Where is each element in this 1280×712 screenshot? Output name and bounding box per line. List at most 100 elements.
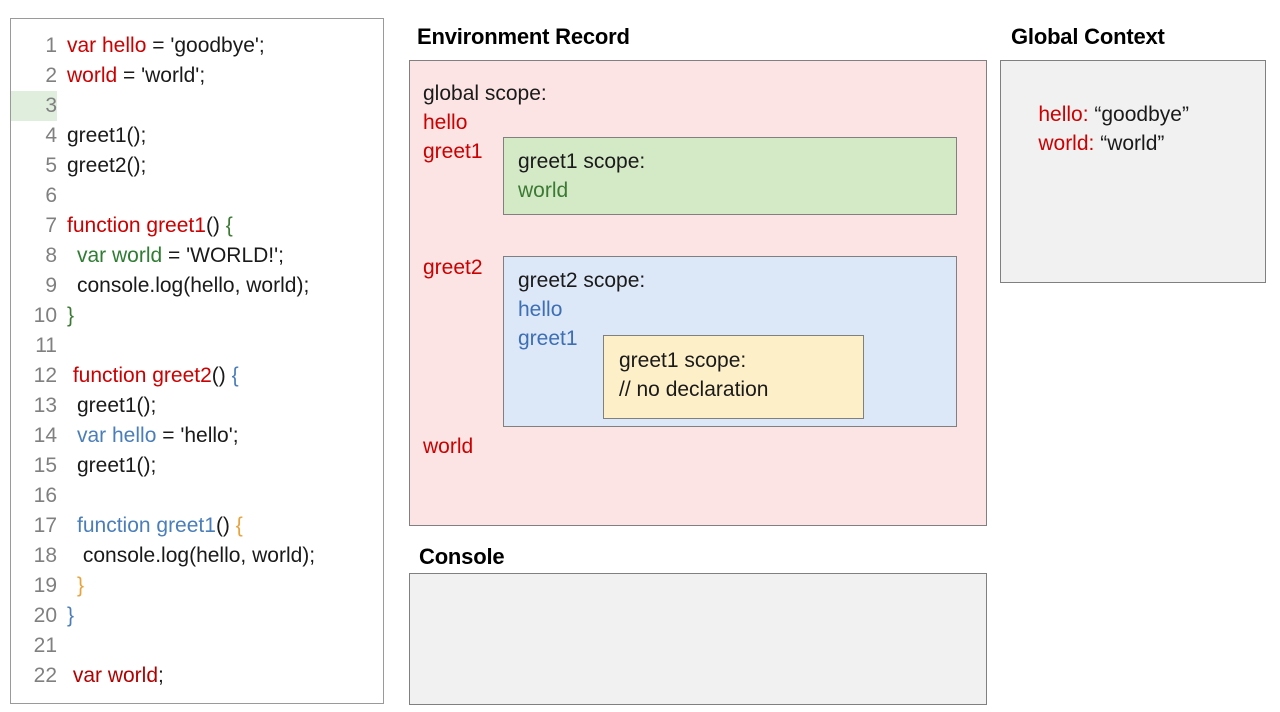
- code-token: greet1();: [77, 454, 157, 477]
- code-token: function greet1: [77, 514, 216, 537]
- code-line-number: 1: [45, 34, 57, 57]
- code-token: world: [67, 64, 118, 87]
- console-box[interactable]: [409, 573, 987, 705]
- code-line-text: greet2();: [57, 151, 146, 181]
- code-token: (): [215, 514, 230, 537]
- code-line-number: 14: [33, 424, 57, 447]
- code-token: console.log(hello, world);: [77, 544, 316, 567]
- code-token: function greet2: [67, 364, 212, 387]
- code-line-number: 12: [33, 364, 57, 387]
- greet1-scope-box: greet1 scope: world: [503, 137, 957, 215]
- code-line-number: 21: [33, 634, 57, 657]
- code-line-text: var world;: [57, 661, 164, 691]
- code-line-number: 20: [33, 604, 57, 627]
- code-token: console.log(hello, world);: [77, 274, 310, 297]
- code-token: {: [229, 514, 243, 537]
- code-line-number: 11: [35, 334, 57, 357]
- code-token: var world: [77, 244, 163, 267]
- code-token: }: [67, 304, 75, 327]
- code-line-text: greet1();: [57, 121, 146, 151]
- code-line[interactable]: 3: [11, 91, 383, 121]
- code-line[interactable]: 13 greet1();: [11, 391, 383, 421]
- code-line-number: 8: [45, 244, 57, 267]
- greet1-scope-heading: greet1 scope:: [518, 150, 646, 173]
- code-line-text: }: [57, 571, 84, 601]
- code-line[interactable]: 12 function greet2() {: [11, 361, 383, 391]
- code-token: ;: [158, 664, 164, 687]
- code-line-number: 5: [45, 154, 57, 177]
- code-line-number: 10: [33, 304, 57, 327]
- greet2-scope-heading: greet2 scope:: [518, 269, 646, 292]
- code-token: }: [67, 604, 75, 627]
- code-token: greet1();: [67, 124, 147, 147]
- greet1-binding-world: world: [518, 179, 569, 202]
- code-line[interactable]: 9 console.log(hello, world);: [11, 271, 383, 301]
- global-binding-world: world: [423, 435, 474, 458]
- code-token: = 'world';: [117, 64, 206, 87]
- greet2-binding-hello: hello: [518, 298, 563, 321]
- code-line[interactable]: 22 var world;: [11, 661, 383, 691]
- code-line-number: 17: [33, 514, 57, 537]
- code-line-number: 19: [33, 574, 57, 597]
- code-line-number: 4: [45, 124, 57, 147]
- global-context-entry-hello: hello: “goodbye”: [1015, 79, 1189, 151]
- code-token: {: [225, 364, 239, 387]
- code-line-text: var hello = 'hello';: [57, 421, 239, 451]
- code-line-text: var hello = 'goodbye';: [57, 31, 265, 61]
- code-line[interactable]: 11: [11, 331, 383, 361]
- code-line-text: console.log(hello, world);: [57, 541, 315, 571]
- code-line-text: function greet1() {: [57, 511, 243, 541]
- code-line-number: 22: [33, 664, 57, 687]
- code-line-text: var world = 'WORLD!';: [57, 241, 284, 271]
- code-token: var world: [67, 664, 159, 687]
- code-line[interactable]: 20}: [11, 601, 383, 631]
- code-line-number: 2: [45, 64, 57, 87]
- greet1-inner-scope-box: greet1 scope: // no declaration: [603, 335, 864, 419]
- code-line-number: 6: [45, 184, 57, 207]
- code-token: {: [219, 214, 233, 237]
- global-context-key: hello:: [1038, 103, 1089, 126]
- code-token: greet1();: [77, 394, 157, 417]
- global-scope-heading: global scope:: [423, 82, 547, 105]
- code-line[interactable]: 10}: [11, 301, 383, 331]
- code-line[interactable]: 4 greet1();: [11, 121, 383, 151]
- global-context-key: world:: [1038, 132, 1095, 155]
- code-line-text: function greet2() {: [57, 361, 239, 391]
- code-line-number: 18: [33, 544, 57, 567]
- code-line[interactable]: 19}: [11, 571, 383, 601]
- environment-record-box: global scope: hello greet1 greet2 world …: [409, 60, 987, 526]
- code-line-text: world = 'world';: [57, 61, 205, 91]
- code-line-text: greet1();: [57, 451, 156, 481]
- greet1-inner-scope-note: // no declaration: [619, 378, 769, 401]
- code-line[interactable]: 16: [11, 481, 383, 511]
- code-token: function greet1: [67, 214, 206, 237]
- code-line-number: 9: [45, 274, 57, 297]
- code-line-text: }: [57, 301, 74, 331]
- global-context-entry-world: world: “world”: [1015, 108, 1164, 180]
- code-line[interactable]: 6: [11, 181, 383, 211]
- environment-record-title: Environment Record: [417, 24, 630, 49]
- code-line-number: 13: [33, 394, 57, 417]
- code-token: (): [211, 364, 226, 387]
- code-line[interactable]: 21: [11, 631, 383, 661]
- code-line-number: 7: [45, 214, 57, 237]
- code-token: (): [205, 214, 220, 237]
- code-line[interactable]: 18 console.log(hello, world);: [11, 541, 383, 571]
- code-line-text: function greet1() {: [57, 211, 233, 241]
- global-context-value: “goodbye”: [1088, 103, 1189, 126]
- code-token: var hello: [67, 34, 147, 57]
- code-line-number: 16: [33, 484, 57, 507]
- code-line-text: console.log(hello, world);: [57, 271, 309, 301]
- global-context-box: hello: “goodbye” world: “world”: [1000, 60, 1266, 283]
- code-token: = 'WORLD!';: [162, 244, 284, 267]
